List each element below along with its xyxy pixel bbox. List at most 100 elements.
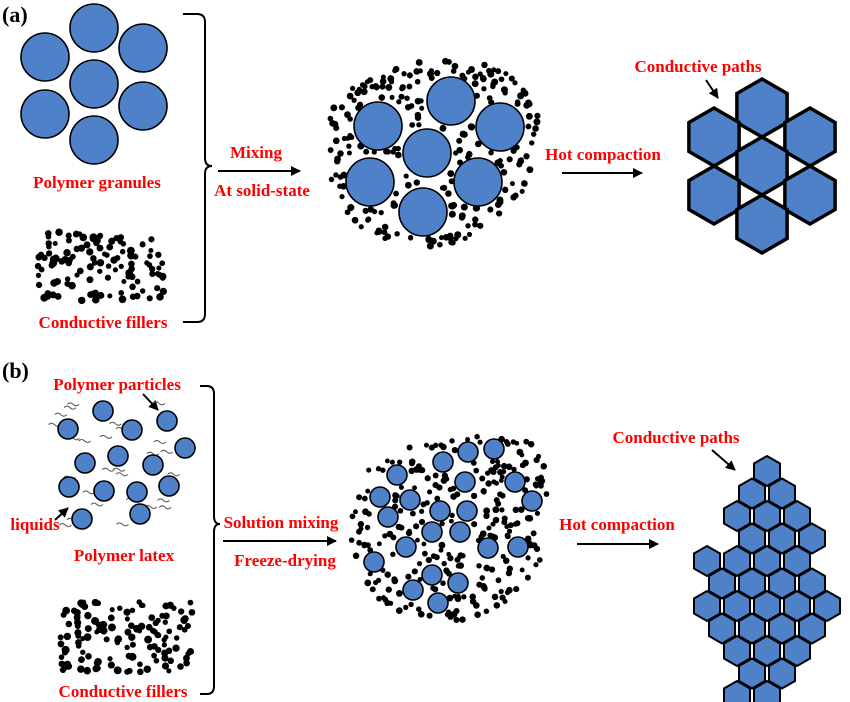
- filler-dot: [81, 599, 87, 605]
- filler-dot: [118, 290, 125, 296]
- filler-dot: [448, 518, 454, 524]
- filler-dot: [465, 437, 471, 442]
- filler-dot: [91, 295, 100, 304]
- polymer-particle: [174, 437, 196, 459]
- filler-dot: [440, 580, 446, 587]
- filler-dot: [504, 589, 511, 596]
- filler-dot: [124, 616, 130, 622]
- filler-dot: [448, 178, 455, 185]
- filler-dot: [378, 94, 386, 101]
- filler-dot: [394, 231, 400, 237]
- filler-dot: [479, 575, 486, 581]
- filler-dot: [517, 157, 525, 165]
- compacted-cell: [735, 134, 789, 198]
- filler-dot: [414, 114, 422, 121]
- filler-dot: [509, 181, 515, 187]
- filler-dot: [124, 628, 132, 636]
- polymer-granule: [118, 81, 168, 131]
- filler-dot: [419, 105, 425, 111]
- filler-dot: [510, 147, 517, 154]
- filler-dot: [148, 236, 155, 243]
- filler-dot: [363, 148, 370, 155]
- filler-dot: [440, 443, 447, 451]
- filler-dot: [149, 270, 156, 278]
- filler-dot: [405, 573, 412, 580]
- polymer-particle: [432, 451, 454, 473]
- filler-dot: [512, 521, 518, 527]
- filler-dot: [460, 203, 468, 211]
- filler-dot: [129, 607, 136, 614]
- filler-dot: [384, 458, 390, 464]
- mixed-blend-b: [348, 433, 550, 624]
- polymer-particle: [449, 521, 471, 543]
- filler-dot: [497, 157, 503, 164]
- filler-dot: [96, 244, 104, 252]
- filler-dot: [149, 265, 156, 273]
- filler-dot: [62, 606, 71, 615]
- liquid-wave: [152, 401, 166, 406]
- filler-dot: [84, 625, 92, 633]
- filler-dot: [491, 67, 497, 73]
- paths-pointer-b: [711, 449, 736, 471]
- filler-dot: [166, 668, 172, 674]
- polymer-particle: [156, 410, 178, 432]
- filler-dot: [481, 61, 488, 69]
- filler-dot: [408, 460, 415, 467]
- filler-dot: [395, 607, 403, 615]
- filler-dot: [471, 80, 479, 88]
- filler-dot: [113, 666, 122, 675]
- filler-dot: [512, 192, 519, 199]
- filler-dot: [457, 552, 464, 559]
- filler-dot: [85, 653, 92, 660]
- filler-dot: [471, 521, 478, 528]
- polymer-particle: [92, 400, 114, 422]
- filler-dot: [77, 231, 83, 237]
- filler-dot: [488, 566, 496, 573]
- filler-dot: [144, 635, 153, 644]
- filler-dot: [356, 494, 363, 501]
- filler-dot: [139, 241, 146, 248]
- filler-dot: [74, 612, 81, 620]
- filler-dot: [367, 571, 373, 577]
- filler-dot: [156, 632, 162, 639]
- filler-dot: [382, 533, 388, 539]
- filler-dot: [507, 522, 514, 529]
- filler-dot: [73, 245, 81, 253]
- filler-dot: [156, 265, 162, 271]
- filler-dot: [69, 253, 76, 260]
- filler-dot: [533, 562, 539, 568]
- filler-dot: [384, 601, 390, 607]
- filler-dot: [86, 263, 94, 271]
- filler-dot: [173, 635, 180, 641]
- filler-dot: [472, 73, 479, 81]
- polymer-particle: [57, 418, 79, 440]
- polymer-particle: [126, 481, 148, 503]
- filler-dot: [472, 216, 479, 223]
- filler-dot: [523, 438, 530, 445]
- filler-dot: [333, 172, 339, 178]
- filler-dot: [486, 525, 492, 531]
- filler-dot: [521, 180, 528, 187]
- filler-dot: [108, 237, 116, 245]
- filler-dot: [64, 280, 71, 287]
- filler-dot: [159, 612, 166, 619]
- filler-dot: [501, 519, 508, 526]
- filler-dot: [373, 579, 379, 586]
- liquid-wave: [158, 505, 172, 510]
- filler-dot: [112, 267, 118, 273]
- filler-dot: [485, 480, 492, 487]
- filler-dot: [495, 68, 502, 75]
- filler-dot: [520, 88, 528, 96]
- filler-dot: [107, 293, 113, 299]
- filler-dot: [83, 633, 92, 642]
- filler-dot: [454, 231, 462, 239]
- filler-dot: [488, 149, 494, 156]
- filler-dot: [80, 649, 86, 655]
- filler-dot: [352, 552, 360, 560]
- filler-dot: [340, 183, 347, 190]
- filler-dot: [518, 506, 525, 513]
- filler-dot: [125, 652, 133, 660]
- liquid-wave: [109, 421, 122, 426]
- filler-dot: [96, 233, 103, 240]
- filler-dot: [540, 463, 548, 470]
